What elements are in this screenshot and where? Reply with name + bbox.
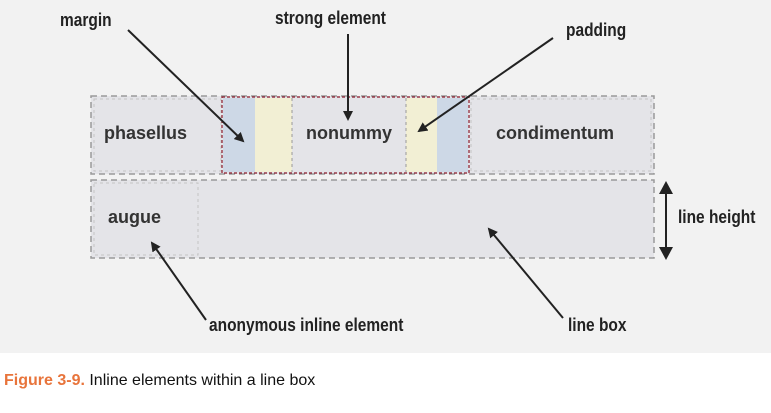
label-line-height: line height [678, 207, 756, 227]
padding-arrow [417, 37, 554, 133]
label-line-box: line box [568, 315, 627, 335]
line-height-arrow-top [659, 181, 673, 194]
word-condimentum: condimentum [496, 123, 615, 143]
augue-inline-box [93, 182, 199, 256]
anonymous-inline-arrow [150, 241, 207, 321]
line-box-2 [90, 179, 655, 259]
strong-margin-left [223, 98, 255, 172]
diagram-canvas: phasellus nonummy condimentum augue marg… [0, 0, 771, 353]
phasellus-inline-box [93, 98, 222, 172]
strong-padding-left [255, 98, 292, 172]
label-strong-element: strong element [275, 8, 386, 28]
word-augue: augue [108, 207, 162, 227]
figure-caption: Figure 3-9. Inline elements within a lin… [4, 372, 315, 390]
margin-arrow [127, 29, 245, 143]
condimentum-inline-box [470, 98, 652, 172]
strong-margin-right [437, 98, 468, 172]
label-padding: padding [566, 20, 627, 40]
figure-caption-text: Inline elements within a line box [89, 372, 316, 389]
figure-number: Figure 3-9. [4, 372, 85, 389]
strong-element-border [221, 96, 470, 174]
word-nonummy: nonummy [306, 123, 393, 143]
line-box-arrow [487, 227, 564, 319]
label-margin: margin [60, 10, 112, 30]
label-anonymous-inline-element: anonymous inline element [209, 315, 404, 335]
line-height-arrow-bottom [659, 247, 673, 260]
diagram-svg [90, 29, 673, 321]
word-phasellus: phasellus [104, 123, 188, 143]
strong-padding-right [406, 98, 437, 172]
